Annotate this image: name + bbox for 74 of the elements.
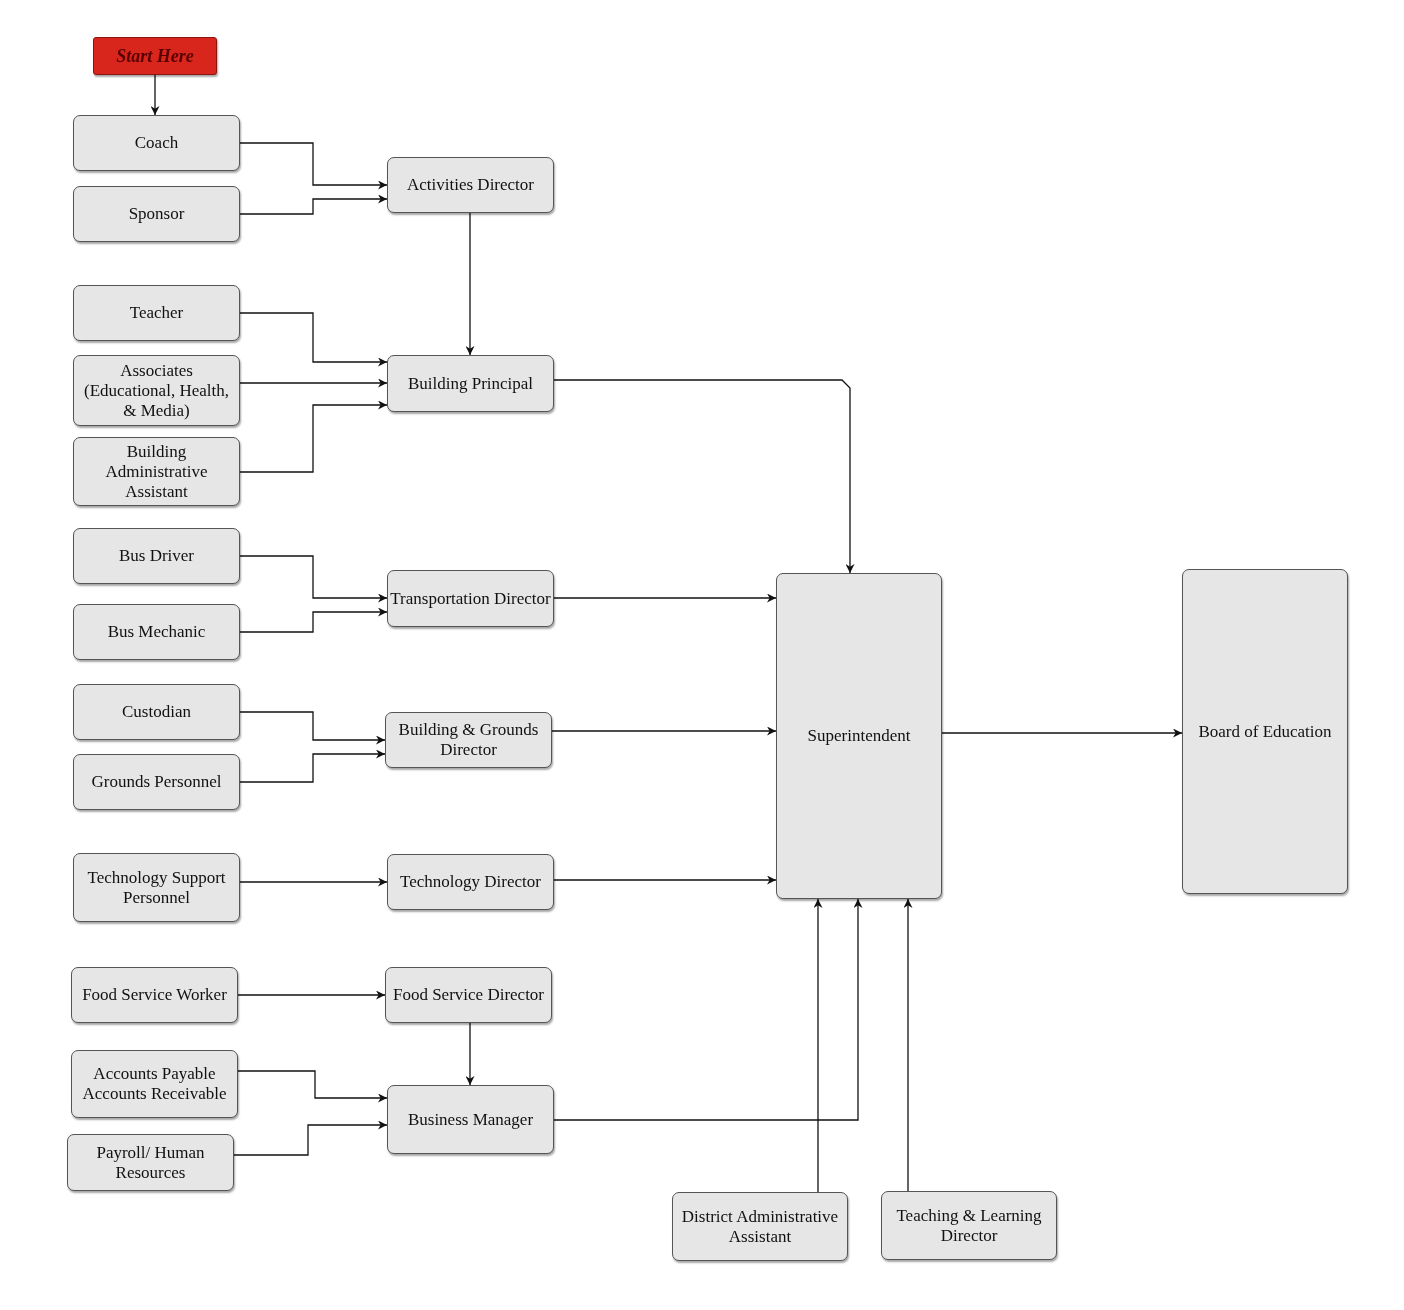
- role-box: [71, 967, 238, 1023]
- role-box: [73, 115, 240, 171]
- arrow: [239, 877, 388, 887]
- start-box: [93, 37, 217, 75]
- arrow: [941, 728, 1183, 738]
- arrow: [239, 378, 388, 388]
- role-box: [385, 967, 552, 1023]
- arrow: [465, 1022, 475, 1086]
- role-box: [73, 355, 240, 426]
- node-label: Start Here: [116, 46, 194, 66]
- role-box: [1182, 569, 1348, 894]
- role-box: [387, 355, 554, 412]
- role-box: [73, 437, 240, 506]
- role-box: [385, 712, 552, 768]
- arrow: [903, 898, 913, 1192]
- role-box: [73, 285, 240, 341]
- arrow: [465, 212, 475, 356]
- role-box: [387, 854, 554, 910]
- role-box: [387, 1085, 554, 1154]
- node-label: Building & Grounds Director: [397, 720, 540, 760]
- arrow: [239, 711, 386, 745]
- arrow: [553, 898, 863, 1121]
- node-label: Activities Director: [407, 175, 534, 195]
- role-box: [73, 853, 240, 922]
- node-label: Teaching & Learning Director: [895, 1205, 1043, 1246]
- role-box: [387, 157, 554, 213]
- node-label: Grounds Personnel: [91, 772, 222, 792]
- role-box: [672, 1192, 848, 1261]
- arrow: [237, 990, 386, 1000]
- role-box: [73, 754, 240, 810]
- arrow: [237, 1070, 388, 1103]
- node-label: District Administrative Assistant: [680, 1206, 840, 1247]
- arrow: [553, 593, 777, 603]
- role-box: [73, 684, 240, 740]
- node-label: Superintendent: [807, 726, 911, 746]
- node-label: Board of Education: [1198, 721, 1332, 742]
- arrow: [239, 400, 388, 473]
- role-box: [67, 1134, 234, 1191]
- arrow: [553, 379, 855, 574]
- role-box: [776, 573, 942, 899]
- node-label: Technology Support Personnel: [86, 867, 227, 908]
- node-label: Bus Mechanic: [107, 622, 206, 642]
- node-label: Bus Driver: [118, 546, 195, 566]
- node-label: Accounts Payable Accounts Receivable: [81, 1064, 228, 1104]
- node-label: Business Manager: [407, 1109, 534, 1130]
- node-label: Associates (Educational, Health, & Media): [83, 360, 230, 421]
- arrow: [150, 74, 160, 116]
- role-box: [71, 1050, 238, 1118]
- arrow: [551, 726, 777, 736]
- node-label: Payroll/ Human Resources: [95, 1142, 206, 1183]
- arrow: [239, 312, 388, 367]
- role-box: [881, 1191, 1057, 1260]
- arrow: [239, 194, 388, 215]
- role-box: [73, 186, 240, 242]
- node-label: Building Administrative Assistant: [104, 441, 209, 502]
- arrow: [233, 1120, 388, 1156]
- arrow: [239, 607, 388, 633]
- node-label: Building Principal: [407, 373, 534, 394]
- role-box: [73, 604, 240, 660]
- node-label: Food Service Worker: [82, 985, 227, 1005]
- arrow: [239, 142, 388, 190]
- node-label: Technology Director: [400, 872, 541, 892]
- node-label: Food Service Director: [392, 985, 545, 1005]
- node-label: Sponsor: [128, 204, 185, 224]
- role-box: [387, 570, 554, 627]
- arrow: [239, 555, 388, 603]
- node-label: Coach: [134, 133, 179, 153]
- arrow: [239, 749, 386, 783]
- node-label: Teacher: [129, 303, 184, 323]
- arrow: [553, 875, 777, 885]
- node-label: Transportation Director: [390, 588, 551, 609]
- arrow: [813, 898, 823, 1193]
- node-label: Custodian: [122, 702, 191, 722]
- role-box: [73, 528, 240, 584]
